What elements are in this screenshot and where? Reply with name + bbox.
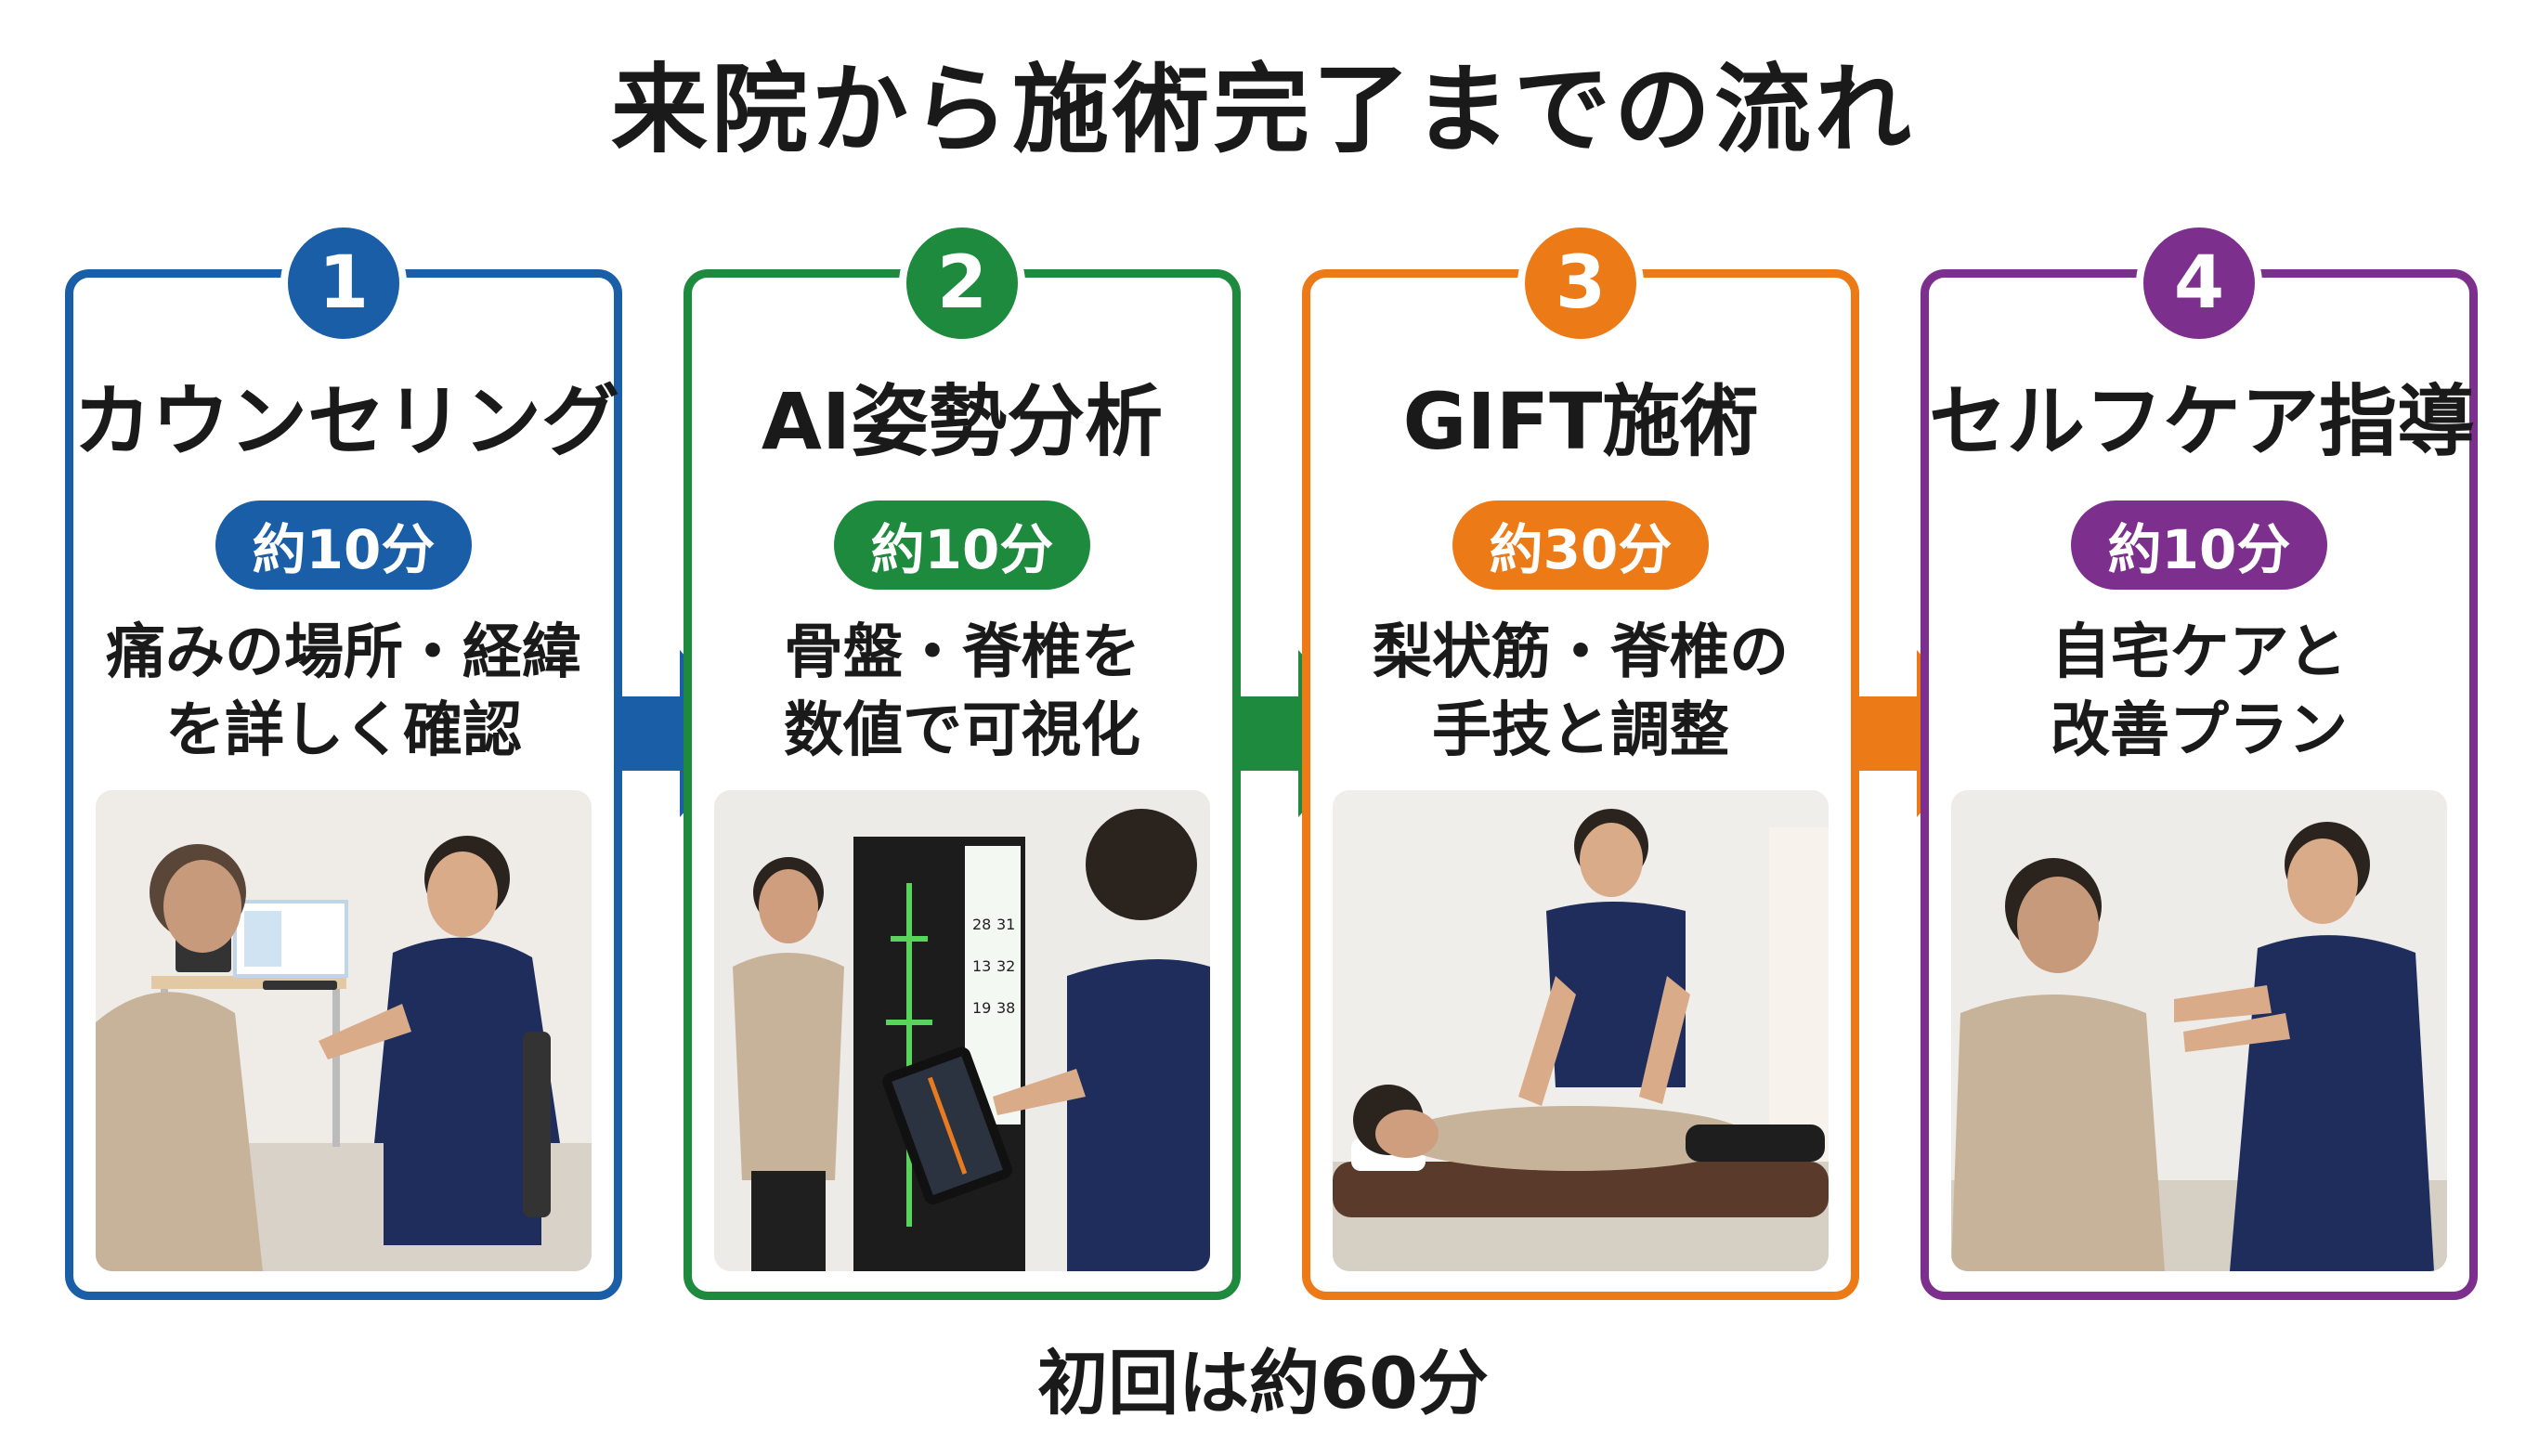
step-duration-pill: 約30分: [1452, 500, 1709, 590]
step-card-self-care-guidance: 4 セルフケア指導 約10分 自宅ケアと 改善プラン: [1921, 220, 2478, 1300]
step-description: 梨状筋・脊椎の 手技と調整: [1310, 614, 1851, 770]
step-number-badge: 2: [899, 220, 1025, 346]
step-description: 骨盤・脊椎を 数値で可視化: [692, 614, 1232, 770]
page-title: 来院から施術完了までの流れ: [610, 53, 1915, 166]
step-title: AI姿勢分析: [761, 376, 1164, 467]
step-card-counseling: 1 カウンセリング 約10分 痛みの場所・経緯 を詳しく確認: [65, 220, 622, 1300]
ai-analysis-photo: 28 31 13 32 19 38: [714, 790, 1210, 1271]
step-title: カウンセリング: [73, 376, 620, 467]
step-description-line: 手技と調整: [1432, 696, 1729, 765]
step-description-line: 骨盤・脊椎を: [784, 618, 1140, 687]
treatment-illustration: [1333, 790, 1829, 1271]
screen-value: 19: [972, 999, 991, 1017]
step-description-line: 痛みの場所・経緯: [106, 618, 581, 687]
screen-value: 32: [996, 957, 1015, 975]
self-care-photo: [1951, 790, 2447, 1271]
total-duration-note: 初回は約60分: [1037, 1342, 1489, 1424]
counseling-photo: [96, 790, 592, 1271]
step-card-gift-treatment: 3 GIFT施術 約30分 梨状筋・脊椎の 手技と調整: [1302, 220, 1859, 1300]
step-description-line: 自宅ケアと: [2051, 618, 2348, 687]
step-description-line: 梨状筋・脊椎の: [1373, 618, 1789, 687]
step-title: セルフケア指導: [1929, 376, 2476, 467]
step-number-badge: 4: [2136, 220, 2262, 346]
step-duration-pill: 約10分: [2071, 500, 2327, 590]
screen-value: 31: [996, 916, 1015, 933]
posture-screen-values: 28 31 13 32 19 38: [972, 916, 1015, 1017]
step-description-line: を詳しく確認: [165, 696, 522, 765]
step-card-ai-posture-analysis: 2 AI姿勢分析 約10分 骨盤・脊椎を 数値で可視化 28 31 13 32 …: [684, 220, 1241, 1300]
self-care-illustration: [1951, 790, 2447, 1271]
treatment-photo: [1333, 790, 1829, 1271]
step-number-badge: 1: [280, 220, 407, 346]
step-title: GIFT施術: [1402, 376, 1759, 467]
screen-value: 28: [972, 916, 991, 933]
step-number-badge: 3: [1517, 220, 1644, 346]
step-description-line: 数値で可視化: [784, 696, 1140, 765]
ai-analysis-illustration: 28 31 13 32 19 38: [714, 790, 1210, 1271]
step-description: 自宅ケアと 改善プラン: [1929, 614, 2469, 770]
screen-value: 13: [972, 957, 991, 975]
step-duration-pill: 約10分: [834, 500, 1090, 590]
screen-value: 38: [996, 999, 1015, 1017]
step-description-line: 改善プラン: [2051, 696, 2348, 765]
step-description: 痛みの場所・経緯 を詳しく確認: [73, 614, 614, 770]
counseling-illustration: [96, 790, 592, 1271]
step-duration-pill: 約10分: [215, 500, 472, 590]
